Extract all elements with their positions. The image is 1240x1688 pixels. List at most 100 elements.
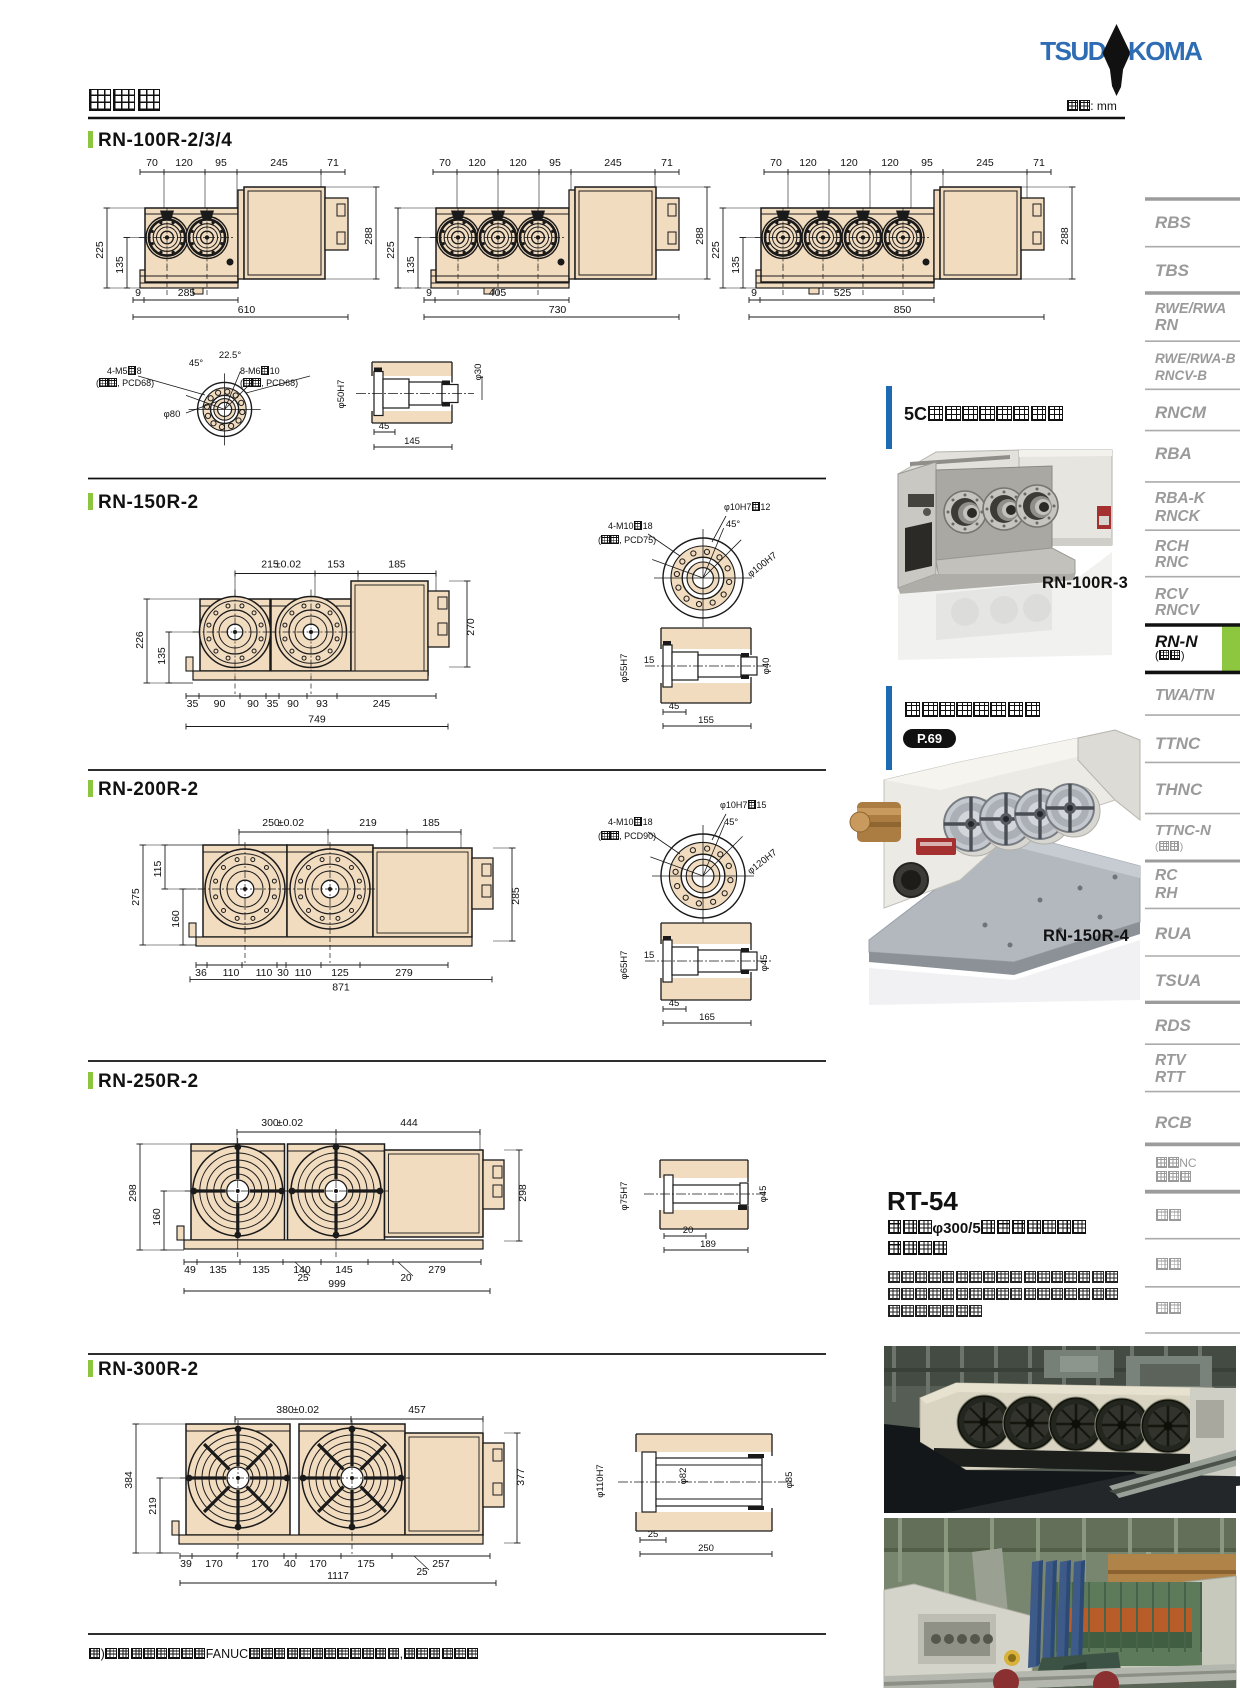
svg-text:170: 170: [205, 1558, 223, 1570]
svg-text:±0.02: ±0.02: [278, 817, 304, 829]
svg-text:405: 405: [489, 287, 507, 299]
svg-text:170: 170: [309, 1558, 327, 1570]
svg-text:525: 525: [834, 287, 852, 299]
svg-text:749: 749: [308, 714, 326, 726]
svg-text:225: 225: [710, 241, 722, 259]
svg-text:71: 71: [661, 157, 673, 169]
svg-text:610: 610: [238, 304, 256, 316]
svg-text:377: 377: [515, 1468, 527, 1486]
svg-text:275: 275: [130, 888, 142, 906]
svg-text:±0.02: ±0.02: [293, 1404, 319, 1416]
svg-text:279: 279: [428, 1264, 446, 1276]
svg-text:160: 160: [170, 910, 182, 928]
svg-text:135: 135: [209, 1264, 227, 1276]
svg-text:298: 298: [517, 1184, 529, 1202]
svg-text:φ82: φ82: [678, 1468, 689, 1485]
svg-text:288: 288: [1059, 227, 1071, 245]
svg-text:120: 120: [468, 157, 486, 169]
svg-text:9: 9: [135, 287, 141, 299]
svg-text:±0.02: ±0.02: [275, 559, 301, 571]
svg-text:22.5°: 22.5°: [219, 350, 241, 361]
svg-text:298: 298: [127, 1184, 139, 1202]
svg-text:120: 120: [840, 157, 858, 169]
svg-text:850: 850: [894, 304, 912, 316]
svg-text:135: 135: [405, 256, 417, 274]
svg-text:20: 20: [400, 1273, 412, 1284]
svg-text:30: 30: [277, 967, 289, 979]
svg-text:25: 25: [648, 1529, 659, 1540]
svg-text:35: 35: [187, 698, 199, 710]
svg-text:KOMA: KOMA: [1128, 36, 1203, 66]
svg-text:40: 40: [284, 1558, 296, 1570]
svg-text:135: 135: [252, 1264, 270, 1276]
svg-text:90: 90: [287, 698, 299, 710]
svg-text:245: 245: [976, 157, 994, 169]
svg-text:φ30: φ30: [473, 364, 484, 381]
svg-text:250: 250: [262, 817, 280, 829]
svg-text:95: 95: [921, 157, 933, 169]
svg-text:9: 9: [426, 287, 432, 299]
svg-text:15: 15: [644, 950, 655, 961]
svg-text:45°: 45°: [189, 358, 204, 369]
svg-text:160: 160: [151, 1208, 163, 1226]
svg-text:25: 25: [297, 1273, 309, 1284]
svg-text:285: 285: [510, 887, 522, 905]
svg-text:999: 999: [328, 1278, 346, 1290]
svg-text:20: 20: [683, 1225, 694, 1236]
svg-text:270: 270: [465, 618, 477, 636]
svg-text:φ45: φ45: [758, 1186, 769, 1203]
svg-text:45°: 45°: [724, 817, 739, 828]
svg-text:36: 36: [195, 967, 207, 979]
svg-text:245: 245: [373, 698, 391, 710]
svg-text:45: 45: [379, 421, 390, 432]
svg-text:φ65H7: φ65H7: [619, 951, 630, 980]
svg-text:250: 250: [698, 1543, 714, 1554]
svg-text:288: 288: [694, 227, 706, 245]
svg-text:120: 120: [881, 157, 899, 169]
svg-text:115: 115: [152, 860, 164, 877]
svg-text:φ100H7: φ100H7: [746, 550, 780, 580]
svg-text:45: 45: [669, 998, 680, 1009]
svg-text:1117: 1117: [327, 1570, 349, 1582]
svg-text:φ85: φ85: [784, 1472, 795, 1489]
svg-text:135: 135: [156, 647, 168, 665]
svg-text:219: 219: [359, 817, 377, 829]
svg-text:153: 153: [327, 559, 345, 571]
svg-text:35: 35: [267, 698, 279, 710]
svg-text:90: 90: [247, 698, 259, 710]
svg-text:135: 135: [730, 256, 742, 274]
svg-text:9: 9: [751, 287, 757, 299]
svg-text:288: 288: [363, 227, 375, 245]
svg-text:25: 25: [416, 1567, 428, 1578]
svg-text:257: 257: [432, 1558, 450, 1570]
svg-text:145: 145: [335, 1264, 353, 1276]
svg-text:125: 125: [331, 967, 349, 979]
svg-text:145: 145: [404, 436, 420, 447]
svg-text:φ75H7: φ75H7: [619, 1182, 630, 1211]
svg-text:225: 225: [385, 241, 397, 259]
svg-text:120: 120: [509, 157, 527, 169]
svg-text:225: 225: [94, 241, 106, 259]
svg-text:185: 185: [422, 817, 440, 829]
svg-text:93: 93: [316, 698, 328, 710]
svg-text:165: 165: [699, 1012, 715, 1023]
svg-text:φ45: φ45: [759, 955, 770, 972]
svg-text:380: 380: [276, 1404, 294, 1416]
svg-text:185: 185: [388, 559, 406, 571]
svg-text:15: 15: [644, 655, 655, 666]
svg-text:95: 95: [215, 157, 227, 169]
svg-text:70: 70: [770, 157, 782, 169]
svg-text:45°: 45°: [726, 519, 741, 530]
svg-text:871: 871: [332, 981, 350, 993]
svg-text:±0.02: ±0.02: [277, 1117, 303, 1129]
svg-text:71: 71: [327, 157, 339, 169]
svg-text:300: 300: [261, 1117, 279, 1129]
svg-text:444: 444: [400, 1117, 418, 1129]
svg-text:170: 170: [251, 1558, 269, 1570]
svg-text:110: 110: [256, 967, 273, 979]
svg-text:95: 95: [549, 157, 561, 169]
svg-text:285: 285: [178, 287, 196, 299]
svg-text:φ40: φ40: [761, 658, 772, 675]
svg-text:120: 120: [175, 157, 193, 169]
svg-text:71: 71: [1033, 157, 1045, 169]
